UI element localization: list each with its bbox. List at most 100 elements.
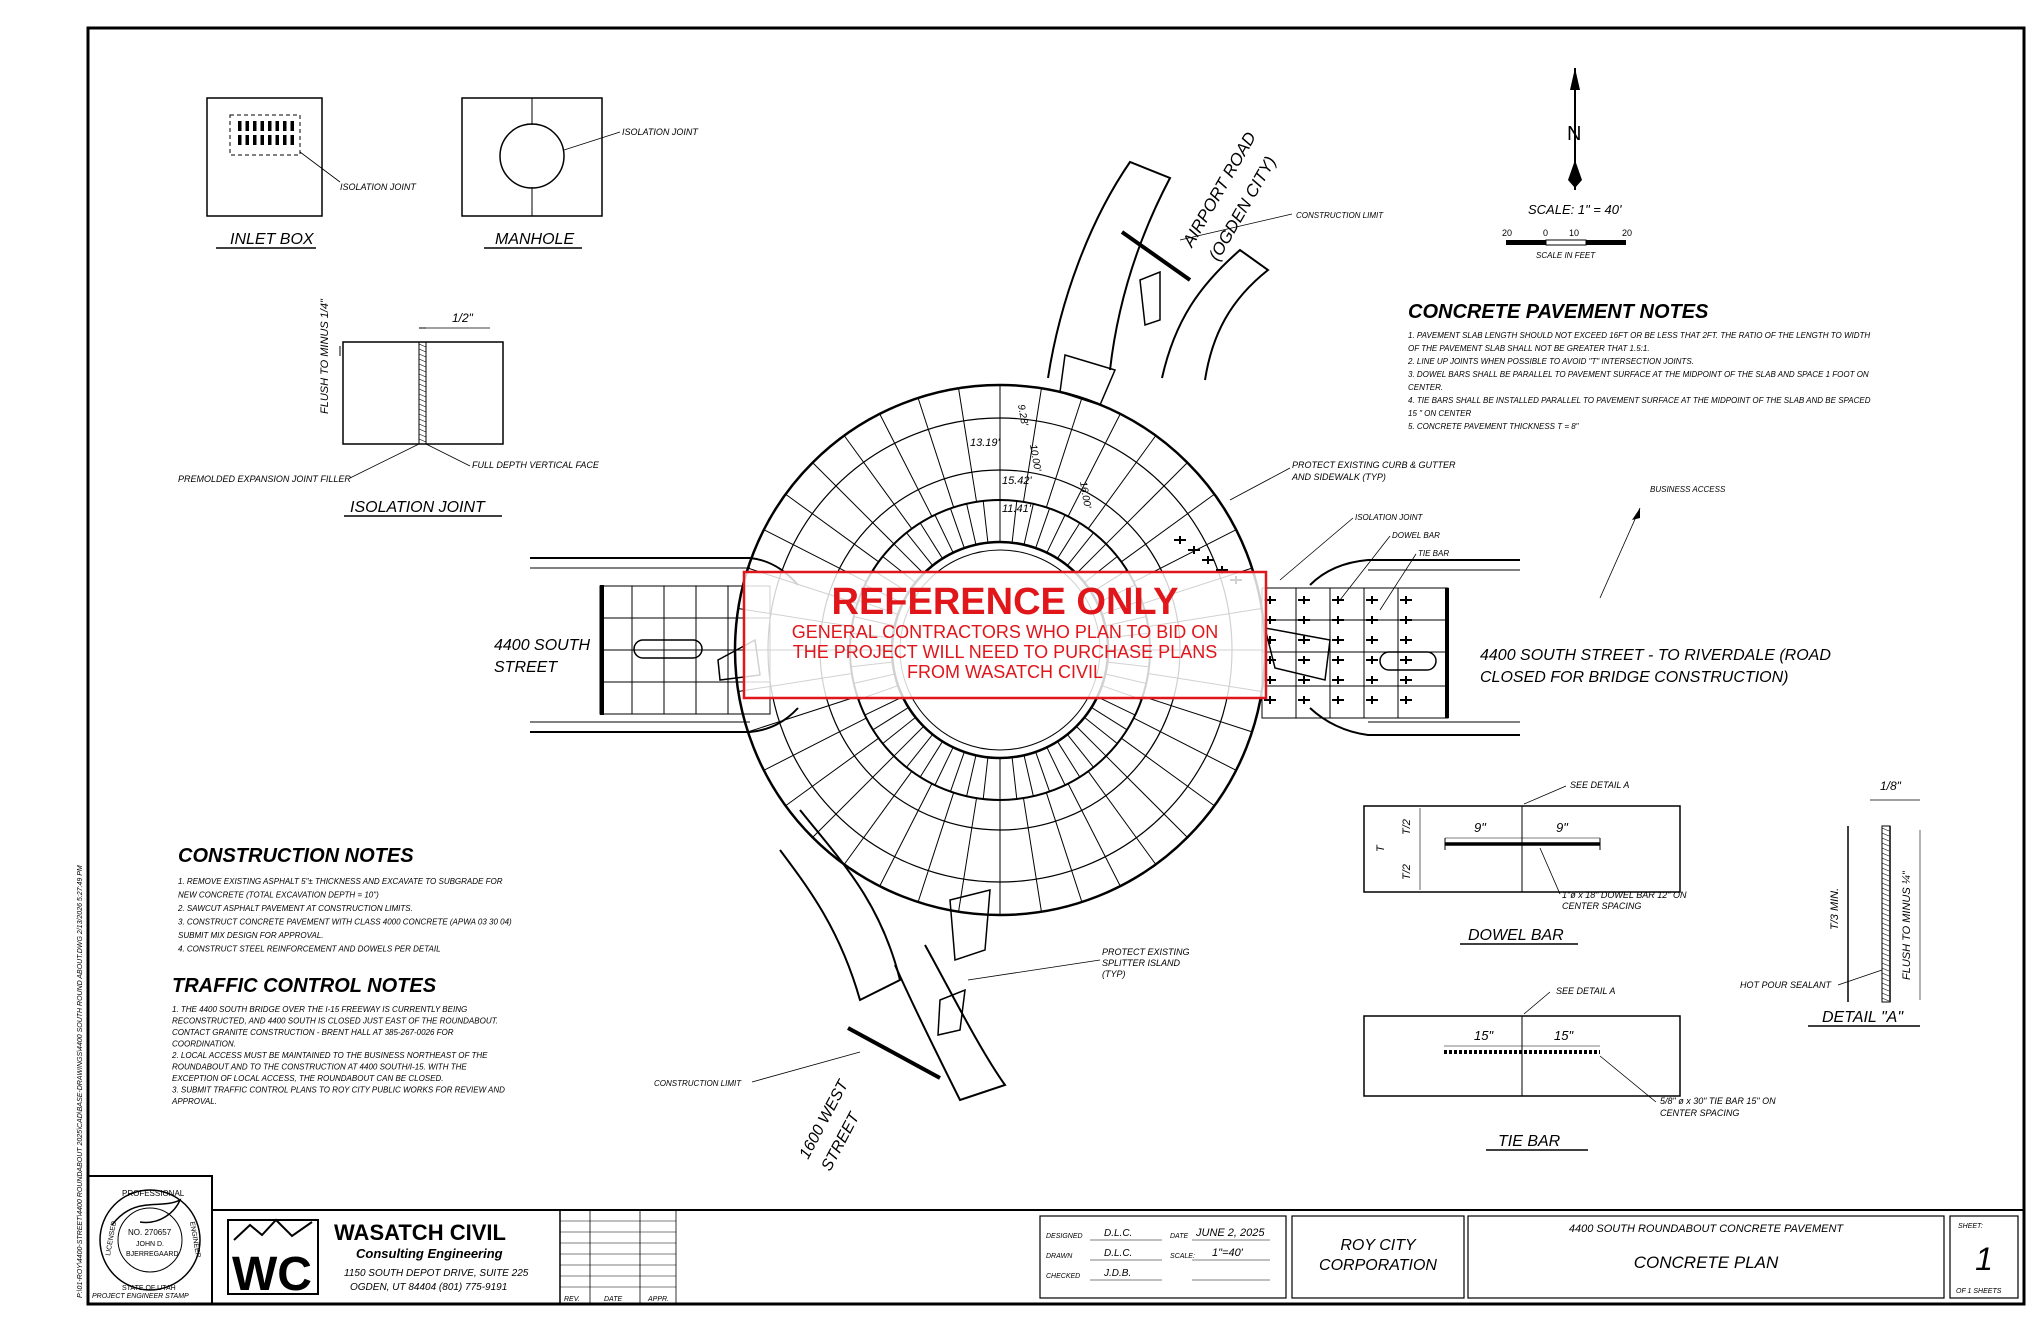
svg-text:CONSTRUCTION LIMIT: CONSTRUCTION LIMIT [1296,211,1384,220]
note-line: 2. SAWCUT ASPHALT PAVEMENT AT CONSTRUCTI… [177,904,413,913]
note-line: RECONSTRUCTED, AND 4400 SOUTH IS CLOSED … [172,1017,498,1026]
apron-joint [1066,734,1094,768]
apron-joint [934,514,954,553]
construction-notes: CONSTRUCTION NOTES 1. REMOVE EXISTING AS… [177,845,512,954]
grate-slot [275,121,279,131]
project-name: 4400 SOUTH ROUNDABOUT CONCRETE PAVEMENT [1569,1223,1845,1235]
note-line: EXCEPTION OF LOCAL ACCESS, THE ROUNDABOU… [172,1074,443,1083]
roundabout-plan [530,160,1520,1102]
slab-joint [1022,798,1042,912]
apron-joint [919,741,943,778]
filler-hatch [1881,907,1890,912]
note-line: 4. CONSTRUCT STEEL REINFORCEMENT AND DOW… [178,945,441,954]
note-line: CENTER. [1408,383,1443,392]
svg-text:BUSINESS ACCESS: BUSINESS ACCESS [1650,485,1726,494]
svg-text:T: T [1375,844,1387,852]
svg-text:T/2: T/2 [1401,864,1413,880]
svg-text:CLOSED FOR BRIDGE CONSTRUCTION: CLOSED FOR BRIDGE CONSTRUCTION) [1480,669,1788,686]
filler-hatch [418,353,427,358]
apron-joint [1023,755,1034,797]
svg-text:1"ø x 18" DOWEL BAR 12" ON: 1"ø x 18" DOWEL BAR 12" ON [1562,890,1687,900]
filler-hatch [1881,977,1890,982]
east-street-label: 4400 SOUTH STREET - TO RIVERDALE (ROAD [1480,647,1831,664]
filler-hatch [418,373,427,378]
filler-hatch [1881,972,1890,977]
filler-hatch [1881,902,1890,907]
slab-joint [1087,435,1157,529]
apron-joint [872,707,909,731]
tie-bar-detail: SEE DETAIL A 15" 15" 5/8" ø x 30" TIE BA… [1363,986,1776,1151]
filler-hatch [1881,987,1890,992]
filler-hatch [1881,837,1890,842]
grate-slot [260,121,264,131]
apron-joint [966,755,977,797]
filler-hatch [418,383,427,388]
dowel-bar-title: DOWEL BAR [1468,927,1564,944]
note-line: ROUNDABOUT AND TO THE CONSTRUCTION AT 44… [172,1063,467,1072]
company-name: WASATCH CIVIL [334,1220,506,1245]
filler-hatch [1881,997,1890,1002]
apron-joint [1011,500,1018,543]
note-line: 1. THE 4400 SOUTH BRIDGE OVER THE I-15 F… [172,1005,467,1014]
svg-text:(TYP): (TYP) [1102,969,1126,979]
filler-hatch [1881,847,1890,852]
west-street-label: 4400 SOUTH [494,637,590,654]
svg-text:9": 9" [1474,820,1487,835]
filler-hatch [418,348,427,353]
svg-text:BJERREGAARD: BJERREGAARD [126,1251,179,1258]
north-letter: N [1567,123,1581,145]
note-line: 15 " ON CENTER [1408,409,1472,418]
filler-hatch [1881,992,1890,997]
filler-hatch [1881,827,1890,832]
filler-hatch [1881,832,1890,837]
svg-text:1/2": 1/2" [452,311,474,325]
svg-text:5/8" ø x 30" TIE BAR 15" ON: 5/8" ø x 30" TIE BAR 15" ON [1660,1096,1776,1106]
svg-text:SHEET:: SHEET: [1958,1223,1983,1230]
banner-line-3: FROM WASATCH CIVIL [907,662,1103,682]
svg-text:SEE DETAIL A: SEE DETAIL A [1556,986,1615,996]
filler-hatch [1881,982,1890,987]
inlet-box-detail: ISOLATION JOINT INLET BOX [206,97,417,249]
manhole-title: MANHOLE [495,231,574,248]
slab-joint [1087,771,1157,865]
filler-hatch [1881,932,1890,937]
slab-joint [747,695,858,733]
svg-text:J.D.B.: J.D.B. [1103,1268,1131,1279]
svg-text:JOHN D.: JOHN D. [136,1241,164,1248]
isolation-joint-detail: 1/2" FLUSH TO MINUS 1/4" PREMOLDED EXPAN… [178,298,600,517]
note-line: COORDINATION. [172,1040,236,1049]
file-path: P:\01-ROY\4400-STREET\4400 ROUNDABOUT 20… [77,865,84,1298]
apron-joint [1076,726,1107,757]
note-line: NEW CONCRETE (TOTAL EXCAVATION DEPTH = 1… [178,891,379,900]
svg-text:0: 0 [1543,228,1548,238]
slab-joint [917,397,955,508]
grate-slot [283,135,287,145]
svg-text:OF 1 SHEETS: OF 1 SHEETS [1956,1288,2002,1295]
concrete-pavement-notes: CONCRETE PAVEMENT NOTES 1. PAVEMENT SLAB… [1407,301,1871,431]
svg-text:DOWEL BAR: DOWEL BAR [1392,531,1440,540]
grate-slot [253,135,257,145]
grate-slot [260,135,264,145]
svg-text:SPLITTER ISLAND: SPLITTER ISLAND [1102,958,1181,968]
filler-hatch [418,393,427,398]
filler-hatch [1881,947,1890,952]
note-line: OF THE PAVEMENT SLAB SHALL NOT BE GREATE… [1408,344,1650,353]
apron-joint [1046,747,1066,786]
svg-text:PROTECT EXISTING CURB & GUTTER: PROTECT EXISTING CURB & GUTTER [1292,460,1456,470]
dowel-bar-detail: SEE DETAIL A 9" 9" T T/2 T/2 1"ø x 18" D… [1363,780,1687,945]
slab-joint [879,783,933,887]
slab-joint [812,462,895,545]
filler-hatch [1881,872,1890,877]
filler-hatch [1881,912,1890,917]
north-arrow: N SCALE: 1" = 40' 20 0 10 20 SCALE IN FE… [1502,68,1632,260]
filler-hatch [418,388,427,393]
note-line: 3. SUBMIT TRAFFIC CONTROL PLANS TO ROY C… [172,1086,505,1095]
svg-text:CHECKED: CHECKED [1046,1273,1080,1280]
note-line: 3. DOWEL BARS SHALL BE PARALLEL TO PAVEM… [1408,370,1869,379]
apron-joint [864,696,903,716]
svg-text:CORPORATION: CORPORATION [1319,1257,1437,1274]
svg-text:HOT POUR SEALANT: HOT POUR SEALANT [1740,980,1833,990]
filler-hatch [418,433,427,438]
svg-text:JUNE 2, 2025: JUNE 2, 2025 [1195,1227,1265,1239]
filler-hatch [1881,957,1890,962]
